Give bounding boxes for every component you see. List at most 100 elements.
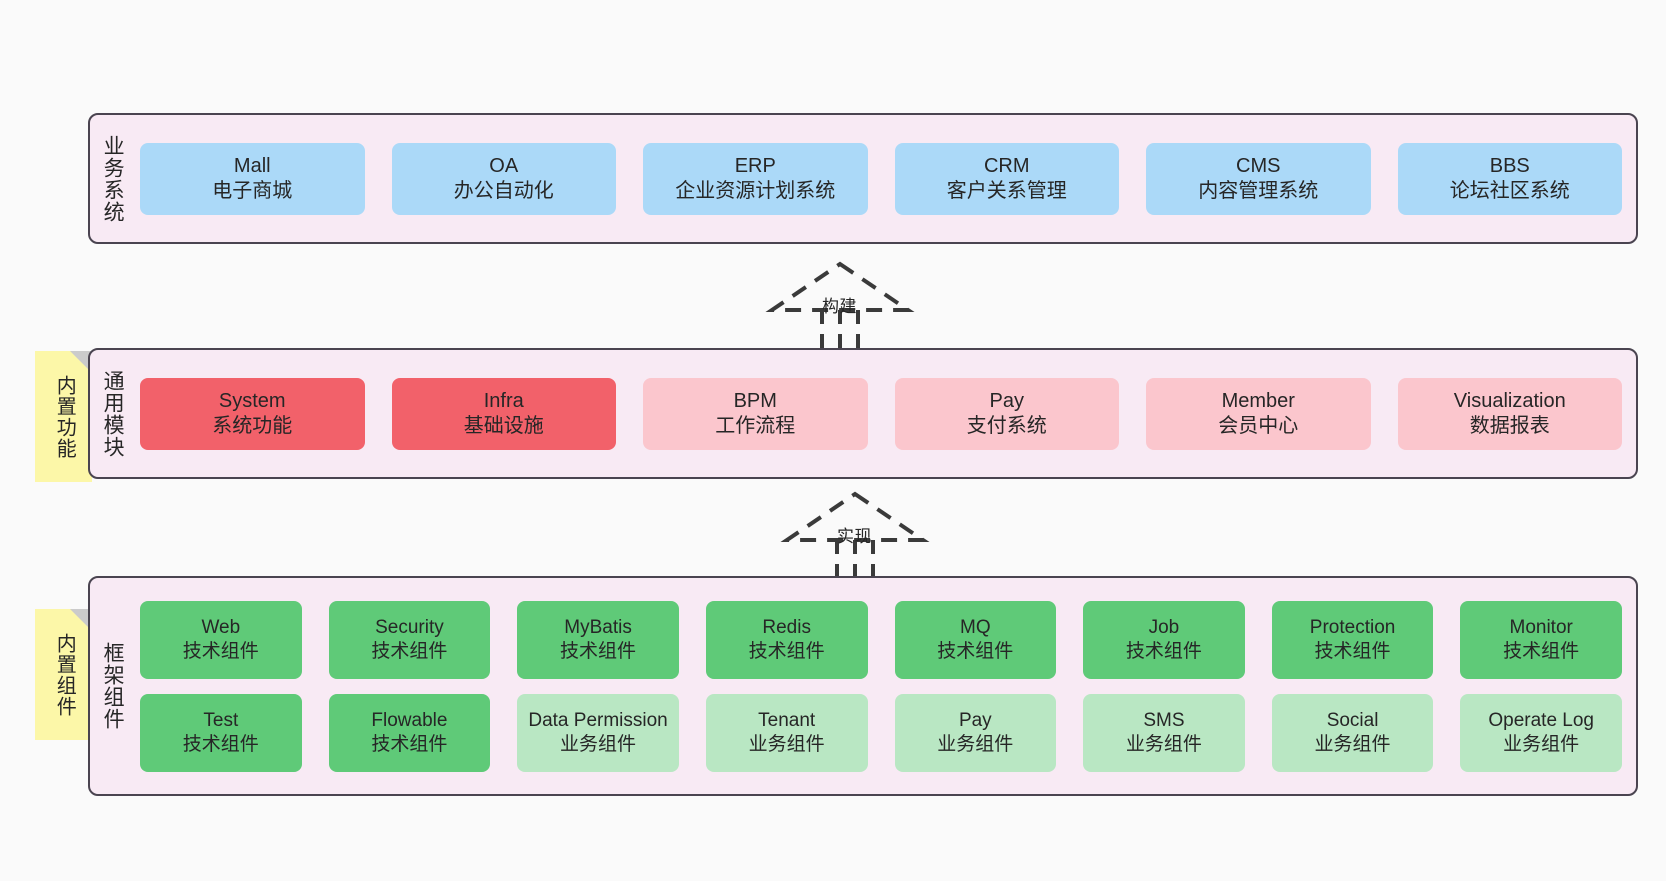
- node-test[interactable]: Test 技术组件: [140, 693, 302, 772]
- node-subtitle: 业务组件: [1503, 733, 1580, 755]
- node-title: Social: [1326, 710, 1379, 732]
- node-system[interactable]: System 系统功能: [140, 377, 365, 450]
- node-subtitle: 会员中心: [1218, 414, 1299, 437]
- node-subtitle: 数据报表: [1469, 414, 1550, 437]
- node-sms[interactable]: SMS 业务组件: [1083, 693, 1245, 772]
- node-subtitle: 系统功能: [212, 414, 293, 437]
- node-monitor[interactable]: Monitor 技术组件: [1460, 600, 1622, 679]
- node-mq[interactable]: MQ 技术组件: [894, 600, 1057, 679]
- node-crm[interactable]: CRM 客户关系管理: [894, 142, 1119, 215]
- node-title: MyBatis: [564, 617, 632, 639]
- node-cms[interactable]: CMS 内容管理系统: [1146, 142, 1371, 215]
- node-pay[interactable]: Pay 支付系统: [894, 377, 1119, 450]
- node-subtitle: 内容管理系统: [1198, 179, 1319, 202]
- node-title: Pay: [958, 710, 992, 732]
- node-bpm[interactable]: BPM 工作流程: [643, 377, 868, 450]
- band-row: Web 技术组件 Security 技术组件 MyBatis 技术组件 Redi…: [140, 600, 1622, 679]
- node-subtitle: 技术组件: [1125, 640, 1202, 662]
- band-label-common-modules: 通用模块: [101, 369, 125, 458]
- node-title: Protection: [1309, 617, 1396, 639]
- node-subtitle: 办公自动化: [453, 179, 554, 202]
- node-subtitle: 业务组件: [1125, 733, 1202, 755]
- node-protection[interactable]: Protection 技术组件: [1271, 600, 1434, 679]
- connector-implement-arrow: 实现: [775, 488, 935, 582]
- node-title: Monitor: [1509, 617, 1573, 639]
- band-body-common-modules: System 系统功能 Infra 基础设施 BPM 工作流程 Pay 支付系统…: [134, 350, 1636, 477]
- band-label-framework-components: 框架组件: [101, 642, 125, 730]
- node-social[interactable]: Social 业务组件: [1271, 693, 1434, 772]
- band-common-modules: 通用模块 System 系统功能 Infra 基础设施 BPM 工作流程 Pay…: [88, 348, 1638, 479]
- node-subtitle: 技术组件: [182, 733, 259, 755]
- node-title: Member: [1221, 390, 1295, 413]
- node-job[interactable]: Job 技术组件: [1083, 600, 1245, 679]
- node-subtitle: 电子商城: [212, 179, 293, 202]
- node-title: MQ: [960, 617, 991, 639]
- node-title: Visualization: [1453, 390, 1566, 413]
- node-title: Operate Log: [1488, 710, 1594, 732]
- node-title: SMS: [1143, 710, 1185, 732]
- node-subtitle: 业务组件: [748, 733, 825, 755]
- node-pay-component[interactable]: Pay 业务组件: [894, 693, 1057, 772]
- node-title: Job: [1148, 617, 1180, 639]
- node-oa[interactable]: OA 办公自动化: [391, 142, 616, 215]
- node-visualization[interactable]: Visualization 数据报表: [1397, 377, 1622, 450]
- band-body-framework-components: Web 技术组件 Security 技术组件 MyBatis 技术组件 Redi…: [134, 578, 1636, 794]
- node-title: CMS: [1236, 155, 1281, 178]
- node-subtitle: 技术组件: [560, 640, 637, 662]
- node-subtitle: 业务组件: [937, 733, 1014, 755]
- node-subtitle: 客户关系管理: [946, 179, 1067, 202]
- node-subtitle: 业务组件: [560, 733, 637, 755]
- node-title: BPM: [733, 390, 777, 413]
- band-framework-components: 框架组件 Web 技术组件 Security 技术组件 MyBatis 技术组件…: [88, 576, 1638, 796]
- node-erp[interactable]: ERP 企业资源计划系统: [643, 142, 868, 215]
- node-title: Web: [201, 617, 241, 639]
- band-row: Mall 电子商城 OA 办公自动化 ERP 企业资源计划系统 CRM 客户关系…: [140, 142, 1622, 215]
- node-title: Flowable: [371, 710, 448, 732]
- node-infra[interactable]: Infra 基础设施: [391, 377, 616, 450]
- connector-build-label: 构建: [822, 297, 857, 316]
- node-title: Infra: [483, 390, 524, 413]
- node-member[interactable]: Member 会员中心: [1146, 377, 1371, 450]
- node-subtitle: 技术组件: [182, 640, 259, 662]
- note-builtin-components: 内置组件: [35, 609, 92, 740]
- band-body-business-systems: Mall 电子商城 OA 办公自动化 ERP 企业资源计划系统 CRM 客户关系…: [134, 115, 1636, 242]
- node-subtitle: 技术组件: [748, 640, 825, 662]
- node-subtitle: 企业资源计划系统: [675, 179, 836, 202]
- node-subtitle: 业务组件: [1314, 733, 1391, 755]
- band-business-systems: 业务系统 Mall 电子商城 OA 办公自动化 ERP 企业资源计划系统 CRM…: [88, 113, 1638, 244]
- node-title: Tenant: [758, 710, 816, 732]
- node-flowable[interactable]: Flowable 技术组件: [328, 693, 491, 772]
- node-title: Test: [203, 710, 239, 732]
- node-data-permission[interactable]: Data Permission 业务组件: [517, 693, 679, 772]
- note-builtin-functions: 内置功能: [35, 351, 92, 482]
- node-subtitle: 技术组件: [937, 640, 1014, 662]
- node-bbs[interactable]: BBS 论坛社区系统: [1397, 142, 1622, 215]
- node-title: ERP: [734, 155, 776, 178]
- node-operate-log[interactable]: Operate Log 业务组件: [1460, 693, 1622, 772]
- note-fold-corner-icon: [70, 351, 92, 373]
- node-title: Mall: [233, 155, 271, 178]
- node-subtitle: 工作流程: [715, 414, 796, 437]
- connector-build-arrow: 构建: [760, 258, 920, 352]
- node-subtitle: 技术组件: [1503, 640, 1580, 662]
- node-title: CRM: [983, 155, 1030, 178]
- node-title: Redis: [762, 617, 811, 639]
- node-security[interactable]: Security 技术组件: [328, 600, 491, 679]
- node-subtitle: 基础设施: [463, 414, 544, 437]
- node-subtitle: 支付系统: [966, 414, 1047, 437]
- node-mall[interactable]: Mall 电子商城: [140, 142, 365, 215]
- node-subtitle: 论坛社区系统: [1449, 179, 1570, 202]
- node-title: System: [218, 390, 286, 413]
- note-fold-corner-icon: [70, 609, 92, 631]
- node-title: Data Permission: [528, 710, 668, 732]
- node-title: Pay: [989, 390, 1024, 413]
- node-redis[interactable]: Redis 技术组件: [705, 600, 868, 679]
- band-label-business-systems: 业务系统: [101, 134, 125, 223]
- node-title: Security: [375, 617, 444, 639]
- node-subtitle: 技术组件: [1314, 640, 1391, 662]
- node-web[interactable]: Web 技术组件: [140, 600, 302, 679]
- note-label: 内置功能: [53, 374, 76, 459]
- node-mybatis[interactable]: MyBatis 技术组件: [517, 600, 679, 679]
- node-tenant[interactable]: Tenant 业务组件: [705, 693, 868, 772]
